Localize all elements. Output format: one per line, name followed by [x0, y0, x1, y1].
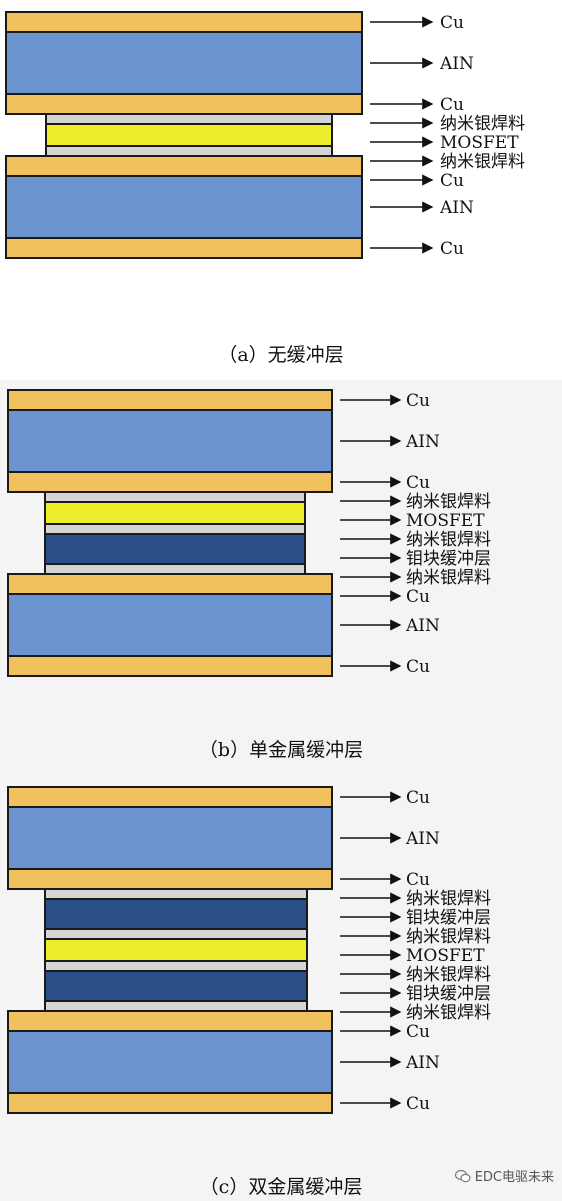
- label-mosfet: MOSFET: [440, 133, 519, 153]
- caption-a: （a）无缓冲层: [218, 344, 344, 366]
- layer-aln: [7, 806, 333, 870]
- label-aln: AIN: [439, 54, 474, 74]
- layer-solder: [45, 113, 333, 125]
- layer-solder: [45, 145, 333, 157]
- layer-solder: [44, 563, 306, 575]
- label-cu: Cu: [440, 95, 464, 115]
- layer-cu: [7, 1092, 333, 1114]
- caption-c: （c）双金属缓冲层: [199, 1176, 363, 1198]
- layer-mo-buffer: [44, 970, 308, 1002]
- layer-aln: [5, 175, 363, 239]
- label-aln: AIN: [405, 616, 440, 636]
- layer-aln: [5, 31, 363, 95]
- label-mo-buffer: 钼块缓冲层: [406, 549, 491, 569]
- label-mosfet: MOSFET: [406, 511, 485, 531]
- layer-cu: [7, 573, 333, 595]
- label-aln: AIN: [405, 829, 440, 849]
- label-solder: 纳米银焊料: [406, 568, 491, 588]
- layer-solder: [44, 960, 308, 972]
- label-cu: Cu: [406, 587, 430, 607]
- label-solder: 纳米银焊料: [440, 114, 525, 134]
- diagram-double-buffer: CuAINCu纳米银焊料钼块缓冲层纳米银焊料MOSFET纳米银焊料钼块缓冲层纳米…: [7, 786, 491, 1114]
- label-cu: Cu: [440, 239, 464, 259]
- label-mosfet: MOSFET: [406, 946, 485, 966]
- caption-b: （b）单金属缓冲层: [198, 739, 364, 761]
- layer-solder: [44, 1000, 308, 1012]
- layer-cu: [7, 471, 333, 493]
- label-aln: AIN: [405, 1053, 440, 1073]
- label-solder: 纳米银焊料: [406, 889, 491, 909]
- label-solder: 纳米银焊料: [406, 927, 491, 947]
- label-cu: Cu: [406, 788, 430, 808]
- layer-aln: [7, 593, 333, 657]
- layer-mosfet: [45, 123, 333, 147]
- label-solder: 纳米银焊料: [440, 152, 525, 172]
- layer-solder: [44, 523, 306, 535]
- layer-mo-buffer: [44, 898, 308, 930]
- layer-cu: [7, 786, 333, 808]
- layer-cu: [7, 868, 333, 890]
- layer-mo-buffer: [44, 533, 306, 565]
- wechat-icon: [454, 1169, 471, 1182]
- layer-cu: [7, 389, 333, 411]
- label-aln: AIN: [405, 432, 440, 452]
- label-cu: Cu: [440, 171, 464, 191]
- label-cu: Cu: [406, 870, 430, 890]
- layer-cu: [7, 1010, 333, 1032]
- watermark-text: EDC电驱未来: [474, 1170, 554, 1185]
- label-mo-buffer: 钼块缓冲层: [406, 984, 491, 1004]
- layer-cu: [5, 93, 363, 115]
- layer-mosfet: [44, 501, 306, 525]
- label-cu: Cu: [406, 1022, 430, 1042]
- label-cu: Cu: [406, 657, 430, 677]
- layer-cu: [5, 155, 363, 177]
- layer-cu: [7, 655, 333, 677]
- layer-aln: [7, 409, 333, 473]
- label-cu: Cu: [406, 391, 430, 411]
- label-cu: Cu: [440, 13, 464, 33]
- label-aln: AIN: [439, 198, 474, 218]
- label-mo-buffer: 钼块缓冲层: [406, 908, 491, 928]
- label-solder: 纳米银焊料: [406, 530, 491, 550]
- layer-cu: [5, 11, 363, 33]
- label-cu: Cu: [406, 473, 430, 493]
- label-solder: 纳米银焊料: [406, 492, 491, 512]
- layer-solder: [44, 491, 306, 503]
- layer-solder: [44, 888, 308, 900]
- label-solder: 纳米银焊料: [406, 1003, 491, 1023]
- layer-mosfet: [44, 938, 308, 962]
- layer-solder: [44, 928, 308, 940]
- layer-cu: [5, 237, 363, 259]
- layer-aln: [7, 1030, 333, 1094]
- label-cu: Cu: [406, 1094, 430, 1114]
- watermark: EDC电驱未来: [454, 1166, 554, 1185]
- label-solder: 纳米银焊料: [406, 965, 491, 985]
